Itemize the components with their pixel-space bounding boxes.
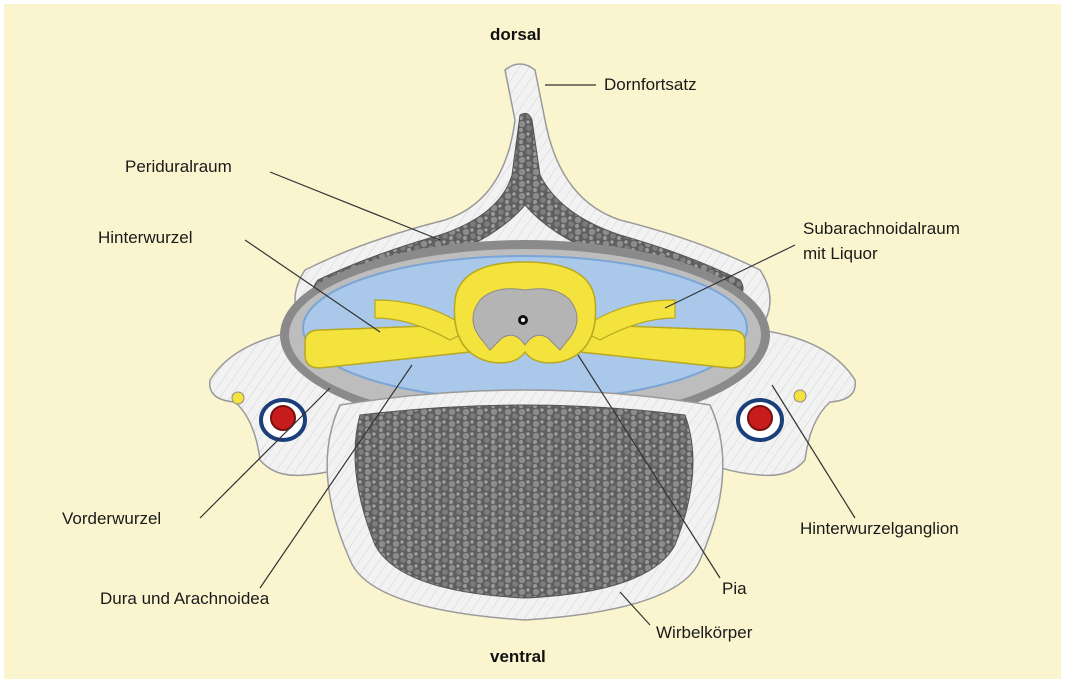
label-subarachnoidalraum-line1: Subarachnoidalraum	[803, 218, 960, 240]
vessel-right	[738, 400, 782, 440]
label-hinterwurzel: Hinterwurzel	[98, 227, 192, 249]
label-wirbelkoerper: Wirbelkörper	[656, 622, 752, 644]
label-dura-arachnoidea: Dura und Arachnoidea	[100, 588, 269, 610]
leader-periduralraum	[270, 172, 440, 240]
label-pia: Pia	[722, 578, 747, 600]
orientation-dorsal: dorsal	[490, 24, 541, 46]
label-hinterwurzelganglion: Hinterwurzelganglion	[800, 518, 959, 540]
label-periduralraum: Periduralraum	[125, 156, 232, 178]
orientation-ventral: ventral	[490, 646, 546, 668]
label-vorderwurzel: Vorderwurzel	[62, 508, 161, 530]
vertebral-body-spongy	[355, 405, 693, 598]
label-dornfortsatz: Dornfortsatz	[604, 74, 697, 96]
label-subarachnoidalraum-line2: mit Liquor	[803, 243, 878, 265]
